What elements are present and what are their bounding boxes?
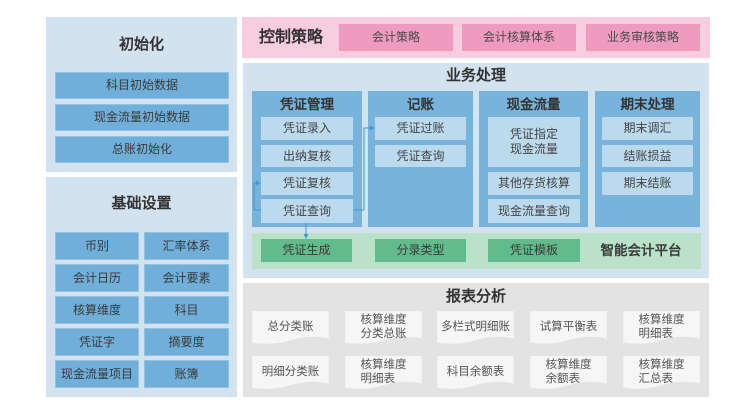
report-document: 试算平衡表 (530, 311, 607, 344)
control-item-audit-policy: 业务审核策略 (586, 24, 700, 51)
document-shape-icon (623, 356, 700, 389)
report-label: 多栏式明细账 (441, 319, 510, 333)
basic-settings-item: 账簿 (144, 360, 229, 388)
report-label: 核算维度 分类总账 (360, 312, 407, 340)
init-item: 总账初始化 (55, 136, 229, 163)
report-label: 试算平衡表 (539, 319, 598, 333)
platform-item: 凭证模板 (488, 239, 580, 262)
basic-settings-item: 币别 (55, 232, 139, 260)
basic-settings-item: 汇率体系 (144, 232, 229, 260)
report-document: 核算维度 汇总表 (623, 356, 700, 389)
basic-settings-item: 现金流量项目 (55, 360, 139, 388)
init-item: 现金流量初始数据 (55, 104, 229, 131)
platform-item: 凭证生成 (261, 239, 352, 262)
report-document: 核算维度 余额表 (530, 356, 607, 389)
column-item: 凭证指定 现金流量 (488, 117, 580, 167)
report-label: 科目余额表 (446, 364, 505, 378)
control-item-accounting-policy: 会计策略 (339, 24, 453, 51)
report-document: 核算维度 分类总账 (345, 311, 422, 344)
column-item: 期末结账 (602, 172, 693, 195)
column-item: 凭证复核 (261, 172, 353, 195)
document-shape-icon (252, 311, 329, 344)
report-document: 科目余额表 (437, 356, 514, 389)
document-shape-icon (437, 311, 514, 344)
column-item: 凭证录入 (261, 117, 353, 140)
column-title: 期末处理 (620, 97, 675, 113)
report-label: 核算维度 汇总表 (638, 357, 685, 385)
basic-settings-item: 摘要度 (144, 328, 229, 356)
report-label: 明细分类账 (261, 364, 320, 378)
column-item: 凭证查询 (261, 199, 353, 223)
column-title: 记账 (407, 97, 434, 113)
document-shape-icon (530, 311, 607, 344)
column-item: 其他存货核算 (488, 172, 580, 195)
basic-settings-item: 会计要素 (144, 264, 229, 292)
report-document: 明细分类账 (252, 356, 329, 389)
basic-settings-item: 凭证字 (55, 328, 139, 356)
platform-item: 分录类型 (375, 239, 466, 262)
column-item: 出纳复核 (261, 145, 353, 167)
report-document: 多栏式明细账 (437, 311, 514, 344)
column-item: 期末调汇 (602, 117, 693, 140)
document-shape-icon (530, 356, 607, 389)
document-shape-icon (345, 311, 422, 344)
column-item: 凭证查询 (375, 145, 466, 167)
column-item: 结账损益 (602, 145, 693, 167)
basic-settings-item: 核算维度 (55, 296, 139, 324)
basic-settings-item: 科目 (144, 296, 229, 324)
report-label: 总分类账 (267, 319, 314, 333)
init-title: 初始化 (118, 35, 164, 53)
report-document: 核算维度 明细表 (345, 356, 422, 389)
column-title: 凭证管理 (280, 97, 334, 113)
report-document: 总分类账 (252, 311, 329, 344)
column-title: 现金流量 (506, 97, 561, 113)
control-item-accounting-system: 会计核算体系 (462, 24, 576, 51)
document-shape-icon (252, 356, 329, 389)
column-item: 凭证过账 (375, 117, 466, 140)
report-label: 核算维度 明细表 (638, 312, 685, 340)
report-document: 核算维度 明细表 (623, 311, 700, 344)
control-title: 控制策略 (258, 27, 323, 46)
reports-title: 报表分析 (445, 287, 506, 305)
business-title: 业务处理 (445, 66, 506, 84)
platform-label: 智能会计平台 (600, 243, 682, 259)
report-label: 核算维度 余额表 (545, 357, 592, 385)
column-item: 现金流量查询 (488, 199, 580, 223)
basic-settings-title: 基础设置 (111, 194, 172, 212)
document-shape-icon (623, 311, 700, 344)
report-label: 核算维度 明细表 (360, 357, 407, 385)
init-item: 科目初始数据 (55, 72, 229, 99)
document-shape-icon (437, 356, 514, 389)
document-shape-icon (345, 356, 422, 389)
basic-settings-item: 会计日历 (55, 264, 139, 292)
